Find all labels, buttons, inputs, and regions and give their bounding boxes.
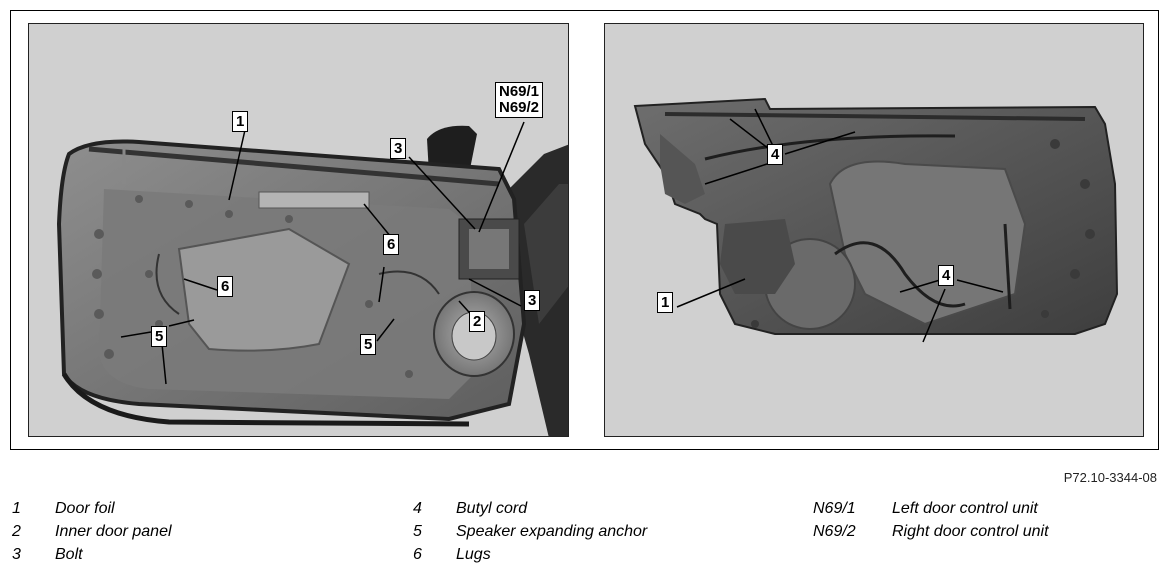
legend-number: N69/1 bbox=[813, 500, 856, 517]
legend-text: Lugs bbox=[456, 546, 491, 563]
legend-text: Inner door panel bbox=[55, 523, 172, 540]
callout-6-left-upper: 6 bbox=[383, 234, 400, 255]
legend-item: N69/2 Right door control unit bbox=[813, 523, 1163, 546]
callout-3-left-bottom: 3 bbox=[524, 290, 541, 311]
legend-number: 5 bbox=[413, 523, 422, 540]
right-door-foil-photo: 4 1 4 bbox=[604, 23, 1144, 437]
legend-number: 1 bbox=[12, 500, 21, 517]
legend-number: 4 bbox=[413, 500, 422, 517]
left-door-photo: 1 3 N69/1 N69/2 6 6 3 2 5 5 bbox=[28, 23, 569, 437]
callout-n69-2-text: N69/2 bbox=[499, 99, 540, 116]
callout-6-left-lower: 6 bbox=[217, 276, 234, 297]
left-door-illustration bbox=[29, 24, 568, 436]
legend-number: 6 bbox=[413, 546, 422, 563]
legend-column-2: 4 Butyl cord 5 Speaker expanding anchor … bbox=[413, 500, 793, 569]
legend-number: 3 bbox=[12, 546, 21, 563]
callout-5-left-right: 5 bbox=[360, 334, 377, 355]
callout-1-left: 1 bbox=[232, 111, 249, 132]
callout-n69-1-text: N69/1 bbox=[499, 83, 540, 100]
figure-frame: 1 3 N69/1 N69/2 6 6 3 2 5 5 bbox=[10, 10, 1159, 450]
legend-item: 5 Speaker expanding anchor bbox=[413, 523, 793, 546]
legend-text: Right door control unit bbox=[892, 523, 1049, 540]
legend-text: Speaker expanding anchor bbox=[456, 523, 648, 540]
legend-item: 2 Inner door panel bbox=[12, 523, 392, 546]
legend-text: Door foil bbox=[55, 500, 115, 517]
legend-number: 2 bbox=[12, 523, 21, 540]
legend-column-1: 1 Door foil 2 Inner door panel 3 Bolt bbox=[12, 500, 392, 569]
legend-item: 3 Bolt bbox=[12, 546, 392, 569]
legend-item: 1 Door foil bbox=[12, 500, 392, 523]
callout-4-right-bottom: 4 bbox=[938, 265, 955, 286]
callout-n69-left: N69/1 N69/2 bbox=[495, 82, 544, 118]
callout-4-right-top: 4 bbox=[767, 144, 784, 165]
callout-1-right: 1 bbox=[657, 292, 674, 313]
callout-3-left-top: 3 bbox=[390, 138, 407, 159]
figure-reference-code: P72.10-3344-08 bbox=[1063, 470, 1157, 485]
legend-text: Bolt bbox=[55, 546, 83, 563]
legend-text: Left door control unit bbox=[892, 500, 1038, 517]
legend-number: N69/2 bbox=[813, 523, 856, 540]
door-foil-illustration bbox=[605, 24, 1143, 436]
legend-text: Butyl cord bbox=[456, 500, 528, 517]
callout-2-left: 2 bbox=[469, 311, 486, 332]
legend-item: 4 Butyl cord bbox=[413, 500, 793, 523]
legend-item: N69/1 Left door control unit bbox=[813, 500, 1163, 523]
callout-5-left-left: 5 bbox=[151, 326, 168, 347]
legend-item: 6 Lugs bbox=[413, 546, 793, 569]
legend-column-3: N69/1 Left door control unit N69/2 Right… bbox=[813, 500, 1163, 546]
